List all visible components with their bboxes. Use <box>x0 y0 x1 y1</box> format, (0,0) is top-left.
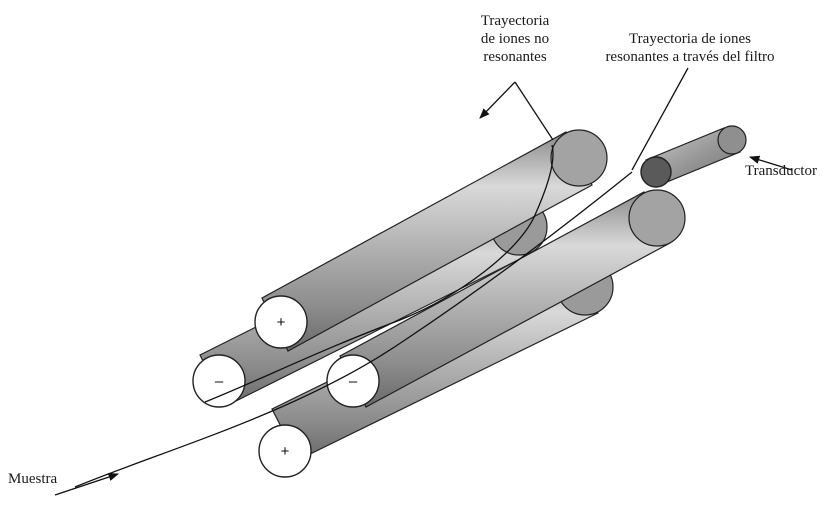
transducer-tube <box>641 126 746 187</box>
sample-label: Muestra <box>8 470 57 488</box>
resonant-label-line1: Trayectoria de iones <box>584 30 796 48</box>
nonresonant-arrow-left <box>480 82 515 118</box>
resonant-label-line2: resonantes a través del filtro <box>584 48 796 66</box>
polarity-rod-bottom-left: + <box>281 443 290 460</box>
nonresonant-label-line3: resonantes <box>458 48 572 66</box>
nonresonant-label: Trayectoria de iones no resonantes <box>458 12 572 66</box>
sample-arrow <box>55 474 118 495</box>
resonant-label: Trayectoria de iones resonantes a través… <box>584 30 796 66</box>
polarity-rod-right: – <box>349 373 358 390</box>
polarity-rod-top-left: + <box>277 314 286 331</box>
detector-label: Transductor <box>745 162 817 180</box>
polarity-rod-left: – <box>215 373 224 390</box>
nonresonant-arrow-right <box>515 82 553 140</box>
nonresonant-label-line2: de iones no <box>458 30 572 48</box>
nonresonant-label-line1: Trayectoria <box>458 12 572 30</box>
